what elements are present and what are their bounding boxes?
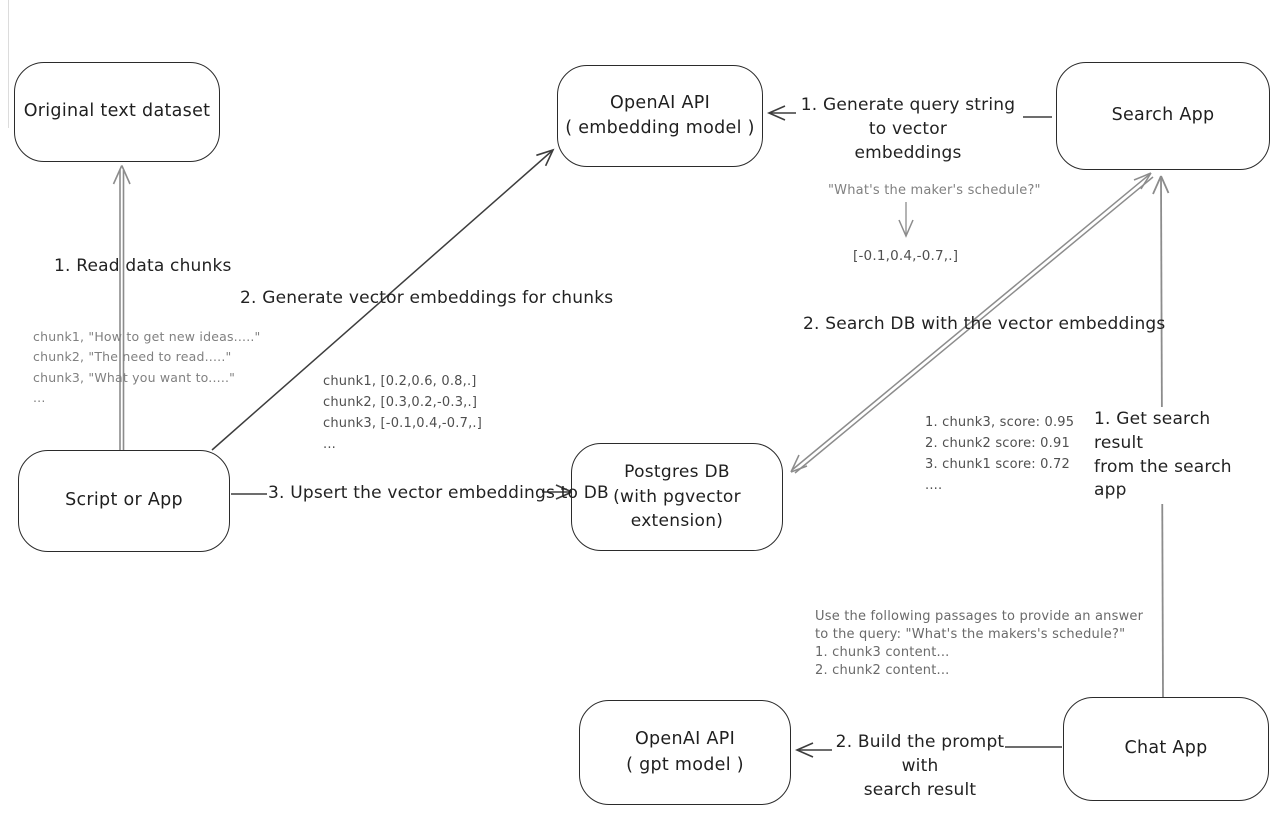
annotation-line: chunk3, "What you want to....." <box>33 369 236 385</box>
edge-label-line2: embeddings <box>854 142 962 163</box>
node-openai-gpt: OpenAI API ( gpt model ) <box>579 700 791 805</box>
annotation-line: 2. chunk2 content... <box>815 662 950 678</box>
edge-label-line1: 1. Get search result <box>1094 409 1211 453</box>
annotation-line: 2. chunk2 score: 0.91 <box>925 436 1070 452</box>
node-original-text-dataset: Original text dataset <box>14 62 220 162</box>
annotation-line: Use the following passages to provide an… <box>815 609 1144 624</box>
edge-label-generate-embeddings: 2. Generate vector embeddings for chunks <box>240 288 614 308</box>
annotation-query-text: "What's the maker's schedule?" <box>828 183 1041 198</box>
annotation-line: chunk2, "The need to read....." <box>33 349 232 365</box>
annotation-line: chunk3, [-0.1,0.4,-0.7,.] <box>323 416 483 432</box>
edge-label-line1: 2. Build the prompt with <box>835 732 1005 776</box>
node-label-line2: ( gpt model ) <box>626 754 744 775</box>
annotation-query-vector: [-0.1,0.4,-0.7,.] <box>853 248 959 264</box>
annotation-line: to the query: "What's the makers's sched… <box>815 626 1126 642</box>
node-postgres-db: Postgres DB (with pgvector extension) <box>571 443 783 551</box>
edge-label-line1: 1. Generate query string to vector <box>800 95 1016 139</box>
node-label-line1: Postgres DB <box>624 462 730 483</box>
node-label-line2: ( embedding model ) <box>565 118 755 138</box>
annotation-line: .... <box>925 478 943 494</box>
annotation-prompt: Use the following passages to provide an… <box>815 608 1143 680</box>
annotation-line: chunk2, [0.3,0.2,-0.3,.] <box>323 395 478 411</box>
annotation-chunk-texts: chunk1, "How to get new ideas....." chun… <box>33 327 261 408</box>
edge-label-search-db: 2. Search DB with the vector embeddings <box>803 314 1166 334</box>
annotation-line: ... <box>323 437 336 453</box>
node-script-or-app: Script or App <box>18 450 230 552</box>
node-label: Chat App <box>1124 738 1208 759</box>
annotation-line: 3. chunk1 score: 0.72 <box>925 457 1070 473</box>
annotation-line: ... <box>33 389 46 405</box>
annotation-chunk-vectors: chunk1, [0.2,0.6, 0.8,.] chunk2, [0.3,0.… <box>323 371 482 455</box>
edge-label-read-chunks: 1. Read data chunks <box>54 256 232 276</box>
node-label: Original text dataset <box>23 101 211 122</box>
annotation-line: 1. chunk3, score: 0.95 <box>925 415 1075 430</box>
edge-label-query-to-vector: 1. Generate query string to vector embed… <box>790 94 1026 165</box>
edge-label-build-prompt: 2. Build the prompt with search result <box>832 731 1008 802</box>
node-search-app: Search App <box>1056 62 1270 170</box>
node-label-line1: OpenAI API <box>634 729 736 750</box>
edge-label-get-result: 1. Get search result from the search app <box>1090 407 1262 505</box>
annotation-line: chunk1, "How to get new ideas....." <box>33 329 261 344</box>
node-label: Script or App <box>65 490 183 511</box>
annotation-line: 1. chunk3 content... <box>815 644 950 660</box>
node-openai-embedding: OpenAI API ( embedding model ) <box>557 65 763 167</box>
node-label-line1: OpenAI API <box>609 92 711 113</box>
node-label-line2: (with pgvector extension) <box>613 486 741 532</box>
edge-label-line2: search result <box>863 779 977 800</box>
edge-label-line2: from the search app <box>1094 456 1232 501</box>
edge-label-upsert: 3. Upsert the vector embeddings to DB <box>268 483 609 503</box>
node-label: Search App <box>1111 105 1215 126</box>
scan-edge-artifact <box>8 0 9 128</box>
annotation-search-scores: 1. chunk3, score: 0.95 2. chunk2 score: … <box>925 412 1074 496</box>
node-chat-app: Chat App <box>1063 697 1269 801</box>
annotation-line: chunk1, [0.2,0.6, 0.8,.] <box>323 374 477 389</box>
